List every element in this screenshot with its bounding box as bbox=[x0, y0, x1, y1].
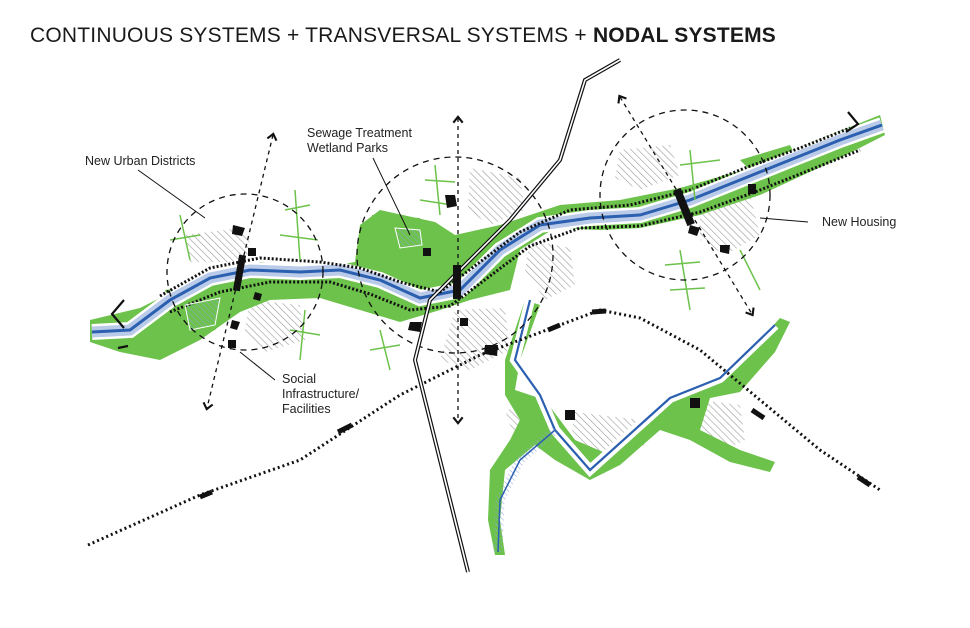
label-new-urban-districts: New Urban Districts bbox=[85, 154, 196, 168]
green-branch-south bbox=[488, 300, 790, 555]
title-continuous: CONTINUOUS SYSTEMS bbox=[30, 24, 281, 47]
title-sep-2: + bbox=[568, 24, 593, 47]
label-social-line-3: Facilities bbox=[282, 402, 331, 416]
bridges bbox=[232, 187, 695, 299]
axis-east bbox=[617, 94, 755, 317]
label-social-line-1: Social bbox=[282, 372, 317, 386]
railway bbox=[87, 308, 881, 547]
leader-lines bbox=[137, 157, 809, 381]
nodal-buildings bbox=[228, 184, 756, 420]
title-sep-1: + bbox=[280, 24, 306, 47]
title-nodal: NODAL SYSTEMS bbox=[592, 24, 777, 47]
label-social-infrastructure: Social Infrastructure/ Facilities bbox=[282, 372, 359, 417]
label-sewage-treatment: Sewage Treatment Wetland Parks bbox=[307, 126, 412, 156]
corridor-end-brackets bbox=[110, 111, 860, 350]
label-sewage-line-1: Sewage Treatment bbox=[307, 126, 412, 140]
axis-west bbox=[202, 132, 278, 411]
title-transversal: TRANSVERSAL SYSTEMS bbox=[305, 24, 569, 47]
river-branch bbox=[493, 298, 779, 553]
diagram-title: CONTINUOUS SYSTEMS + TRANSVERSAL SYSTEMS… bbox=[30, 24, 776, 48]
label-sewage-line-2: Wetland Parks bbox=[307, 141, 389, 155]
node-circle-center bbox=[356, 156, 554, 354]
highway bbox=[412, 58, 621, 573]
label-new-housing: New Housing bbox=[822, 215, 897, 229]
label-social-line-2: Infrastructure/ bbox=[282, 387, 360, 401]
